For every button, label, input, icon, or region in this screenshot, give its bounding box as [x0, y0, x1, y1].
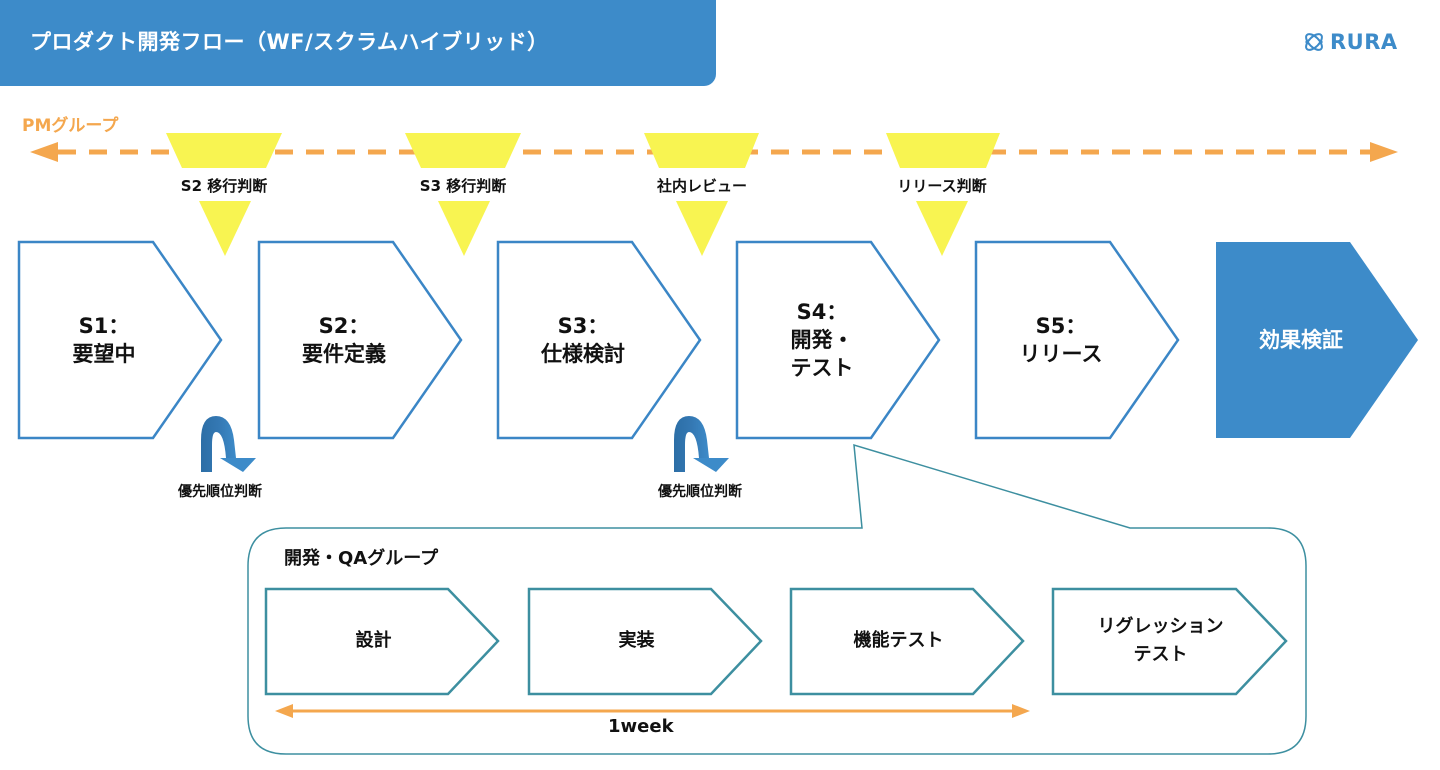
gate-funnel-bottom — [199, 201, 251, 256]
stage-code: S1： — [78, 314, 130, 338]
gate-funnel-bottom — [916, 201, 968, 256]
atom-icon — [1305, 33, 1323, 51]
step-regression-test-shape — [1051, 587, 1288, 696]
step-design-shape — [264, 587, 500, 696]
gate-label-release: リリース判断 — [897, 177, 987, 195]
one-week-arrow — [275, 704, 1030, 718]
stage-s2-shape — [257, 240, 463, 440]
gate-s2 — [166, 133, 282, 256]
stage-code: S4： — [796, 300, 848, 324]
arrowhead-right-icon — [1370, 142, 1398, 162]
stage-effect-shape — [1216, 242, 1418, 438]
gate-funnel-top — [166, 133, 282, 168]
step-design[interactable]: 設計 — [266, 627, 481, 655]
stage-name: 効果検証 — [1259, 328, 1343, 352]
stage-effect-verification[interactable]: 効果検証 — [1216, 326, 1386, 354]
title-bar: プロダクト開発フロー（WF/スクラムハイブリッド） — [0, 0, 716, 86]
step-label: リグレッション — [1097, 616, 1224, 637]
stage-s1[interactable]: S1： 要望中 — [19, 312, 189, 368]
stage-s5-shape — [974, 240, 1180, 440]
page-title: プロダクト開発フロー（WF/スクラムハイブリッド） — [30, 30, 549, 54]
stage-s3[interactable]: S3： 仕様検討 — [498, 312, 668, 368]
priority-label-2: 優先順位判断 — [658, 484, 742, 500]
priority-label-1: 優先順位判断 — [178, 484, 262, 500]
stage-name: 要件定義 — [302, 342, 386, 366]
gate-review — [644, 133, 759, 256]
stage-s4-shape — [735, 240, 941, 440]
stage-name: リリース — [1019, 342, 1103, 366]
stage-name: 要望中 — [72, 342, 136, 366]
priority-loop-arrow-icon — [201, 416, 256, 472]
gate-s3 — [405, 133, 521, 256]
stage-s3-shape — [496, 240, 702, 440]
dev-qa-group-label: 開発・QAグループ — [284, 548, 439, 569]
stage-code: S3： — [557, 314, 609, 338]
arrowhead-left-icon — [275, 704, 293, 718]
gate-funnel-top — [644, 133, 759, 168]
stage-code: S5： — [1035, 314, 1087, 338]
brand-logo: RURA — [1302, 30, 1398, 54]
priority-loop-arrow-icon — [674, 416, 729, 472]
step-functional-test[interactable]: 機能テスト — [791, 627, 1006, 655]
brand-name: RURA — [1330, 30, 1398, 54]
step-functional-test-shape — [789, 587, 1025, 696]
stage-s1-shape — [17, 240, 223, 440]
gate-release — [886, 133, 1000, 256]
step-regression-test[interactable]: リグレッション テスト — [1053, 613, 1268, 669]
stage-code: S2： — [318, 314, 370, 338]
gate-funnel-bottom — [676, 201, 728, 256]
stage-name: 開発・ — [790, 328, 854, 352]
step-implement-shape — [527, 587, 763, 696]
pm-group-label: PMグループ — [22, 116, 119, 136]
step-label: 設計 — [355, 630, 392, 651]
step-label: 機能テスト — [853, 630, 944, 651]
stage-s5[interactable]: S5： リリース — [976, 312, 1146, 368]
stage-name: 仕様検討 — [541, 342, 625, 366]
step-implement[interactable]: 実装 — [529, 627, 744, 655]
gate-funnel-bottom — [438, 201, 490, 256]
stage-name-line2: テスト — [790, 356, 854, 380]
gate-label-review: 社内レビュー — [656, 177, 747, 195]
cycle-duration-label: 1week — [608, 716, 674, 737]
gate-label-s3: S3 移行判断 — [419, 177, 507, 195]
arrowhead-right-icon — [1012, 704, 1030, 718]
step-label: 実装 — [618, 630, 655, 651]
dev-qa-callout — [247, 443, 1307, 755]
arrowhead-left-icon — [30, 142, 58, 162]
gate-funnel-top — [886, 133, 1000, 168]
stage-s2[interactable]: S2： 要件定義 — [259, 312, 429, 368]
step-label-line2: テスト — [1133, 644, 1188, 665]
stage-s4[interactable]: S4： 開発・ テスト — [737, 298, 907, 382]
gate-label-s2: S2 移行判断 — [180, 177, 268, 195]
gate-funnel-top — [405, 133, 521, 168]
